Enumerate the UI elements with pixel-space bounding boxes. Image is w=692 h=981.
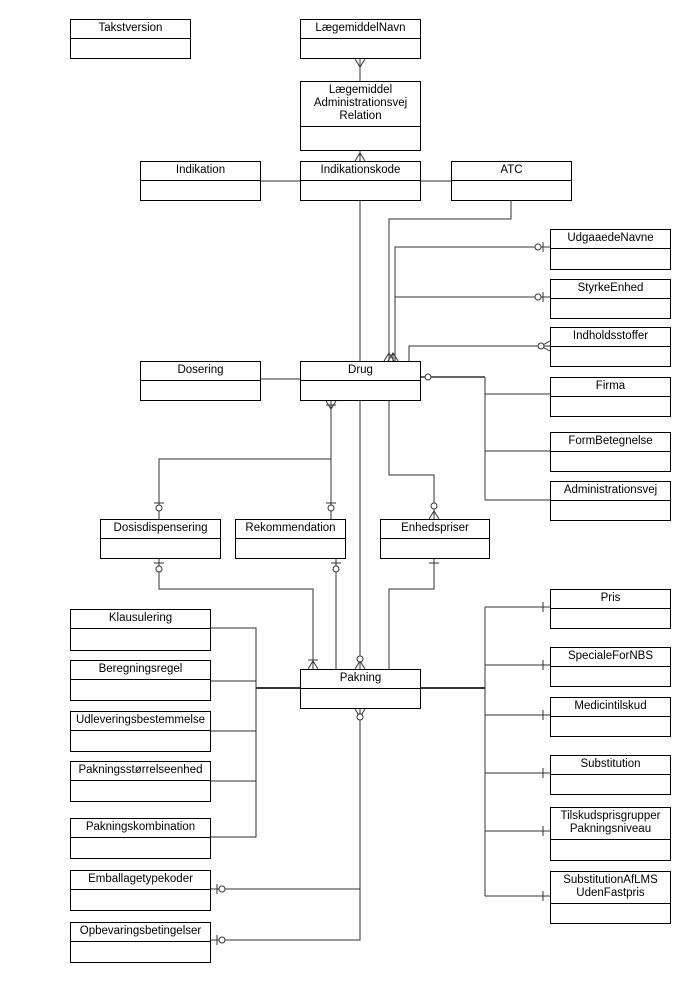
entity-styrkeenhed: StyrkeEnhed — [550, 279, 671, 319]
entity-drug: Drug — [300, 361, 421, 401]
optional-marker — [534, 243, 542, 251]
relationship-line — [394, 246, 550, 361]
entity-name: Substitution — [551, 756, 670, 775]
entity-emballagetypekoder: Emballagetypekoder — [70, 870, 211, 911]
entity-name: Beregningsregel — [71, 661, 210, 680]
entity-name: Lægemiddel Administrationsvej Relation — [301, 82, 420, 127]
entity-pakningskombination: Pakningskombination — [70, 818, 211, 859]
entity-name: Tilskudsprisgrupper Pakningsniveau — [551, 808, 670, 840]
entity-formbetegnelse: FormBetegnelse — [550, 432, 671, 472]
entity-name: Klausulering — [71, 610, 210, 629]
entity-indikationskode: Indikationskode — [300, 161, 421, 201]
optional-marker — [430, 502, 438, 510]
crows-foot-marker — [325, 400, 337, 410]
entity-name: Drug — [301, 362, 420, 381]
optional-marker — [534, 293, 542, 301]
entity-firma: Firma — [550, 377, 671, 417]
entity-tilskudsprisgrupper-pakningsniveau: Tilskudsprisgrupper Pakningsniveau — [550, 807, 671, 861]
optional-marker — [356, 713, 364, 721]
entity-administrationsvej: Administrationsvej — [550, 481, 671, 521]
entity-name: Dosering — [141, 362, 260, 381]
entity-indikation: Indikation — [140, 161, 261, 201]
optional-marker — [218, 936, 226, 944]
entity-name: Indikation — [141, 162, 260, 181]
entity-name: SubstitutionAfLMS UdenFastpris — [551, 872, 670, 904]
entity-takstversion: Takstversion — [70, 19, 191, 59]
entity-name: Medicintilskud — [551, 698, 670, 717]
entity-name: Dosisdispensering — [101, 520, 220, 539]
entity-name: UdgaaedeNavne — [551, 230, 670, 249]
entity-klausulering: Klausulering — [70, 609, 211, 651]
entity-indholdsstoffer: Indholdsstoffer — [550, 327, 671, 367]
entity-pris: Pris — [550, 589, 671, 629]
relationship-line — [211, 627, 257, 838]
optional-marker — [537, 342, 545, 350]
entity-medicintilskud: Medicintilskud — [550, 697, 671, 737]
entity-name: Pakningskombination — [71, 819, 210, 838]
entity-substitutionaflms-udenfastpris: SubstitutionAfLMS UdenFastpris — [550, 871, 671, 924]
crows-foot-marker — [354, 58, 366, 68]
entity-name: ATC — [452, 162, 571, 181]
entity-name: Opbevaringsbetingelser — [71, 923, 210, 942]
relationship-line — [388, 201, 512, 361]
optional-marker — [155, 504, 163, 512]
entity-name: Indholdsstoffer — [551, 328, 670, 347]
entity-dosisdispensering: Dosisdispensering — [100, 519, 221, 559]
crows-foot-marker — [387, 352, 399, 362]
entity-pakningsstoerrelseenhed: Pakningsstørrelseenhed — [70, 761, 211, 802]
entity-name: Administrationsvej — [551, 482, 670, 501]
relationship-line — [158, 401, 332, 519]
entity-udgaaedenavne: UdgaaedeNavne — [550, 229, 671, 270]
entity-name: SpecialeForNBS — [551, 648, 670, 667]
entity-name: Enhedspriser — [381, 520, 489, 539]
optional-marker — [332, 565, 340, 573]
entity-rekommendation: Rekommendation — [235, 519, 346, 559]
entity-name: StyrkeEnhed — [551, 280, 670, 299]
entity-pakning: Pakning — [300, 669, 421, 709]
optional-marker — [327, 504, 335, 512]
relationship-line — [388, 401, 435, 519]
entity-name: Emballagetypekoder — [71, 871, 210, 890]
entity-enhedspriser: Enhedspriser — [380, 519, 490, 559]
entity-opbevaringsbetingelser: Opbevaringsbetingelser — [70, 922, 211, 963]
entity-name: FormBetegnelse — [551, 433, 670, 452]
crows-foot-marker — [428, 510, 440, 520]
entity-name: Pakningsstørrelseenhed — [71, 762, 210, 781]
entity-name: Udleveringsbestemmelse — [71, 712, 210, 731]
optional-marker — [424, 373, 432, 381]
entity-atc: ATC — [451, 161, 572, 201]
entity-laegemiddelnavn: LægemiddelNavn — [300, 19, 421, 59]
entity-name: Pakning — [301, 670, 420, 689]
optional-marker — [356, 655, 364, 663]
entity-name: Indikationskode — [301, 162, 420, 181]
relationship-line — [158, 559, 314, 669]
entity-dosering: Dosering — [140, 361, 261, 401]
entity-name: Firma — [551, 378, 670, 397]
entity-laegemiddel-administrationsvej-relation: Lægemiddel Administrationsvej Relation — [300, 81, 421, 151]
entity-name: LægemiddelNavn — [301, 20, 420, 39]
optional-marker — [218, 885, 226, 893]
relationship-line — [211, 709, 361, 941]
relationship-line — [408, 345, 550, 361]
optional-marker — [155, 565, 163, 573]
relationship-line — [388, 559, 435, 669]
entity-udleveringsbestemmelse: Udleveringsbestemmelse — [70, 711, 211, 752]
entity-name: Takstversion — [71, 20, 190, 39]
entity-name: Rekommendation — [236, 520, 345, 539]
crows-foot-marker — [307, 660, 319, 670]
entity-substitution: Substitution — [550, 755, 671, 795]
entity-beregningsregel: Beregningsregel — [70, 660, 211, 701]
entity-specialefornbs: SpecialeForNBS — [550, 647, 671, 687]
crows-foot-marker — [354, 152, 366, 162]
entity-name: Pris — [551, 590, 670, 609]
